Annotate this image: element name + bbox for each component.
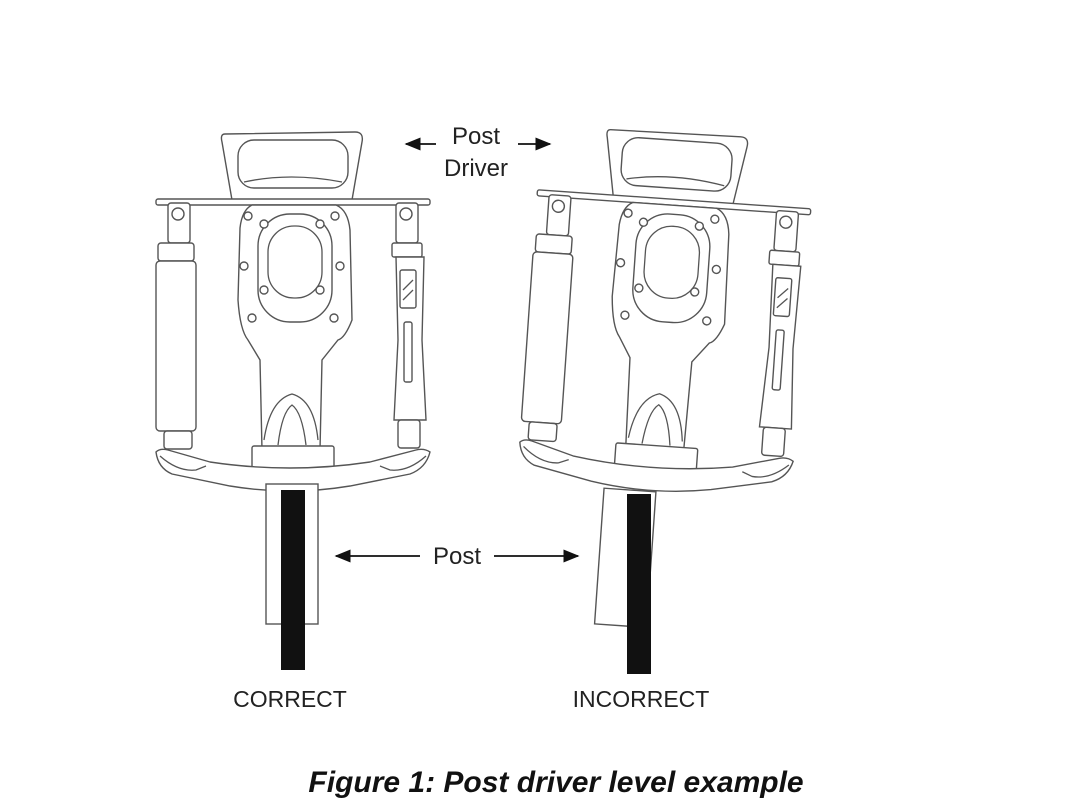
figure-caption: Figure 1: Post driver level example bbox=[308, 766, 803, 799]
post-driver-label-group: Post Driver bbox=[404, 123, 552, 182]
incorrect-label: INCORRECT bbox=[573, 686, 710, 712]
post-label: Post bbox=[433, 543, 481, 570]
post-label-group: Post bbox=[334, 543, 580, 570]
correct-post-driver bbox=[155, 131, 431, 670]
correct-post bbox=[281, 490, 305, 670]
correct-label: CORRECT bbox=[233, 686, 347, 712]
post-driver-label-line2: Driver bbox=[444, 155, 508, 182]
incorrect-post bbox=[627, 494, 651, 674]
post-driver-label-line1: Post bbox=[452, 123, 500, 150]
incorrect-post-driver bbox=[516, 122, 817, 674]
